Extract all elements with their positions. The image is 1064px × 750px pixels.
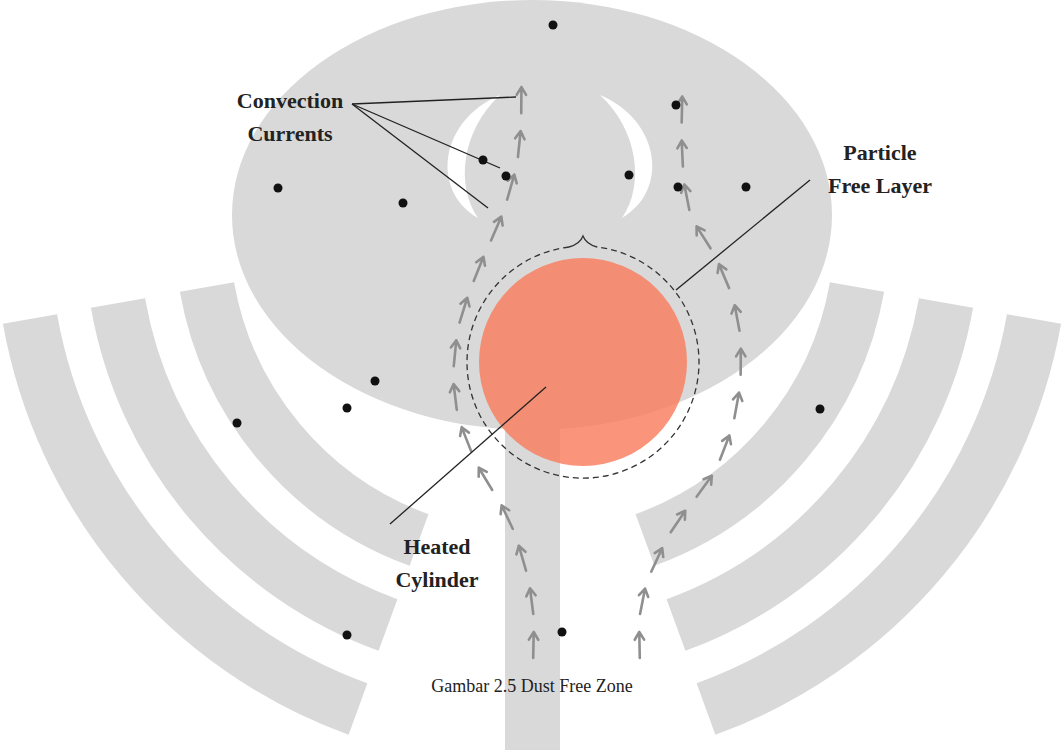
- watermark-band: [30, 319, 358, 709]
- leader-line: [352, 104, 488, 208]
- dust-particle: [816, 405, 825, 414]
- convection-arrow: [491, 217, 503, 241]
- watermark-band: [706, 319, 1034, 709]
- dust-particle: [549, 21, 558, 30]
- dust-particles: [233, 21, 825, 640]
- heated-cylinder: [479, 258, 687, 466]
- watermark: [30, 0, 1034, 750]
- callout-label: Particle Free Layer: [821, 136, 939, 202]
- convection-arrow: [639, 589, 648, 614]
- figure-caption: Gambar 2.5 Dust Free Zone: [0, 676, 1064, 697]
- convection-arrow: [681, 184, 690, 209]
- convection-arrow: [677, 97, 686, 123]
- dust-particle: [371, 377, 380, 386]
- dust-particle: [625, 171, 634, 180]
- dust-particle: [274, 184, 283, 193]
- convection-currents: [450, 55, 746, 662]
- convection-arrow: [697, 226, 711, 248]
- dust-particle: [479, 156, 488, 165]
- dust-particle: [742, 183, 751, 192]
- callout-label: Heated Cylinder: [382, 530, 492, 596]
- convection-arrow: [450, 384, 459, 410]
- convection-arrow: [451, 340, 460, 366]
- watermark-crescent: [600, 95, 652, 218]
- watermark-trunk: [505, 420, 560, 750]
- leader-line: [676, 180, 810, 290]
- dust-particle: [502, 172, 511, 181]
- convection-arrow: [529, 632, 538, 658]
- leader-line: [352, 97, 516, 104]
- convection-arrow: [733, 393, 742, 419]
- particle-free-layer: [467, 247, 699, 478]
- convection-arrow: [635, 632, 644, 658]
- convection-arrow: [720, 435, 731, 459]
- dust-particle: [672, 101, 681, 110]
- leader-line: [352, 104, 500, 168]
- convection-arrow: [718, 264, 729, 288]
- convection-arrow: [474, 257, 485, 281]
- convection-arrow: [516, 546, 526, 571]
- convection-arrow: [736, 349, 745, 375]
- convection-arrow: [731, 305, 740, 331]
- convection-arrow: [677, 141, 686, 167]
- convection-arrow: [460, 427, 471, 451]
- convection-arrow: [517, 87, 526, 113]
- stream-guide: [639, 55, 741, 662]
- particle-free-layer-cusp: [569, 236, 597, 247]
- convection-arrow: [526, 588, 535, 614]
- convection-arrow: [697, 476, 712, 497]
- convection-arrow: [671, 511, 686, 533]
- dust-particle: [343, 404, 352, 413]
- callout-label: Convection Currents: [225, 84, 355, 150]
- convection-arrow: [460, 298, 470, 323]
- dust-particle: [674, 183, 683, 192]
- leader-line: [390, 387, 546, 524]
- convection-arrow: [479, 468, 492, 490]
- convection-arrow: [515, 131, 524, 157]
- dust-particle: [558, 628, 567, 637]
- dust-particle: [233, 419, 242, 428]
- convection-arrow: [651, 548, 663, 572]
- leader-lines: [352, 97, 810, 524]
- convection-arrow: [501, 505, 513, 528]
- dust-particle: [399, 199, 408, 208]
- dust-particle: [343, 631, 352, 640]
